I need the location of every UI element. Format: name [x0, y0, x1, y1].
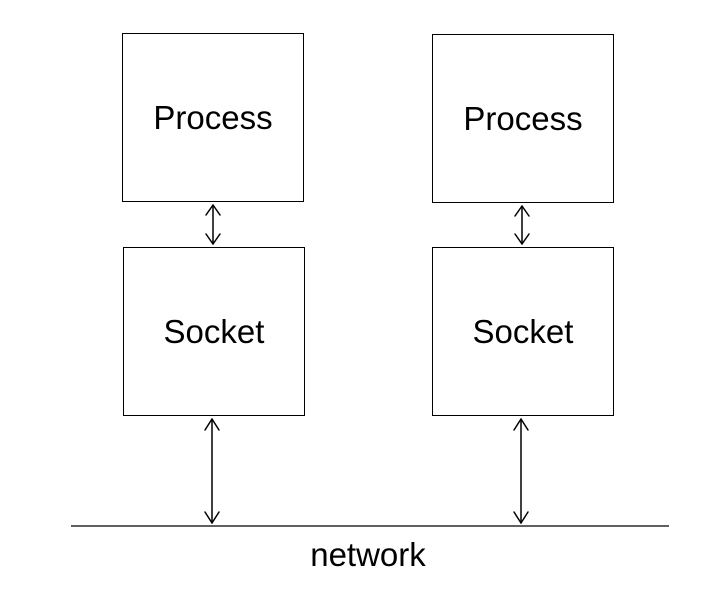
left-socket-label: Socket: [163, 313, 265, 350]
left-process-socket-arrow: [205, 204, 221, 245]
right-socket-box: Socket: [432, 247, 614, 416]
network-label: network: [310, 536, 426, 573]
right-socket-network-arrow: [513, 418, 529, 524]
right-process-socket-arrow: [514, 205, 530, 245]
left-process-label: Process: [153, 99, 273, 136]
right-process-box: Process: [432, 34, 614, 203]
left-socket-box: Socket: [123, 247, 305, 416]
right-process-label: Process: [463, 100, 583, 137]
left-process-box: Process: [122, 33, 304, 202]
left-socket-network-arrow: [204, 418, 220, 524]
right-socket-label: Socket: [472, 313, 574, 350]
